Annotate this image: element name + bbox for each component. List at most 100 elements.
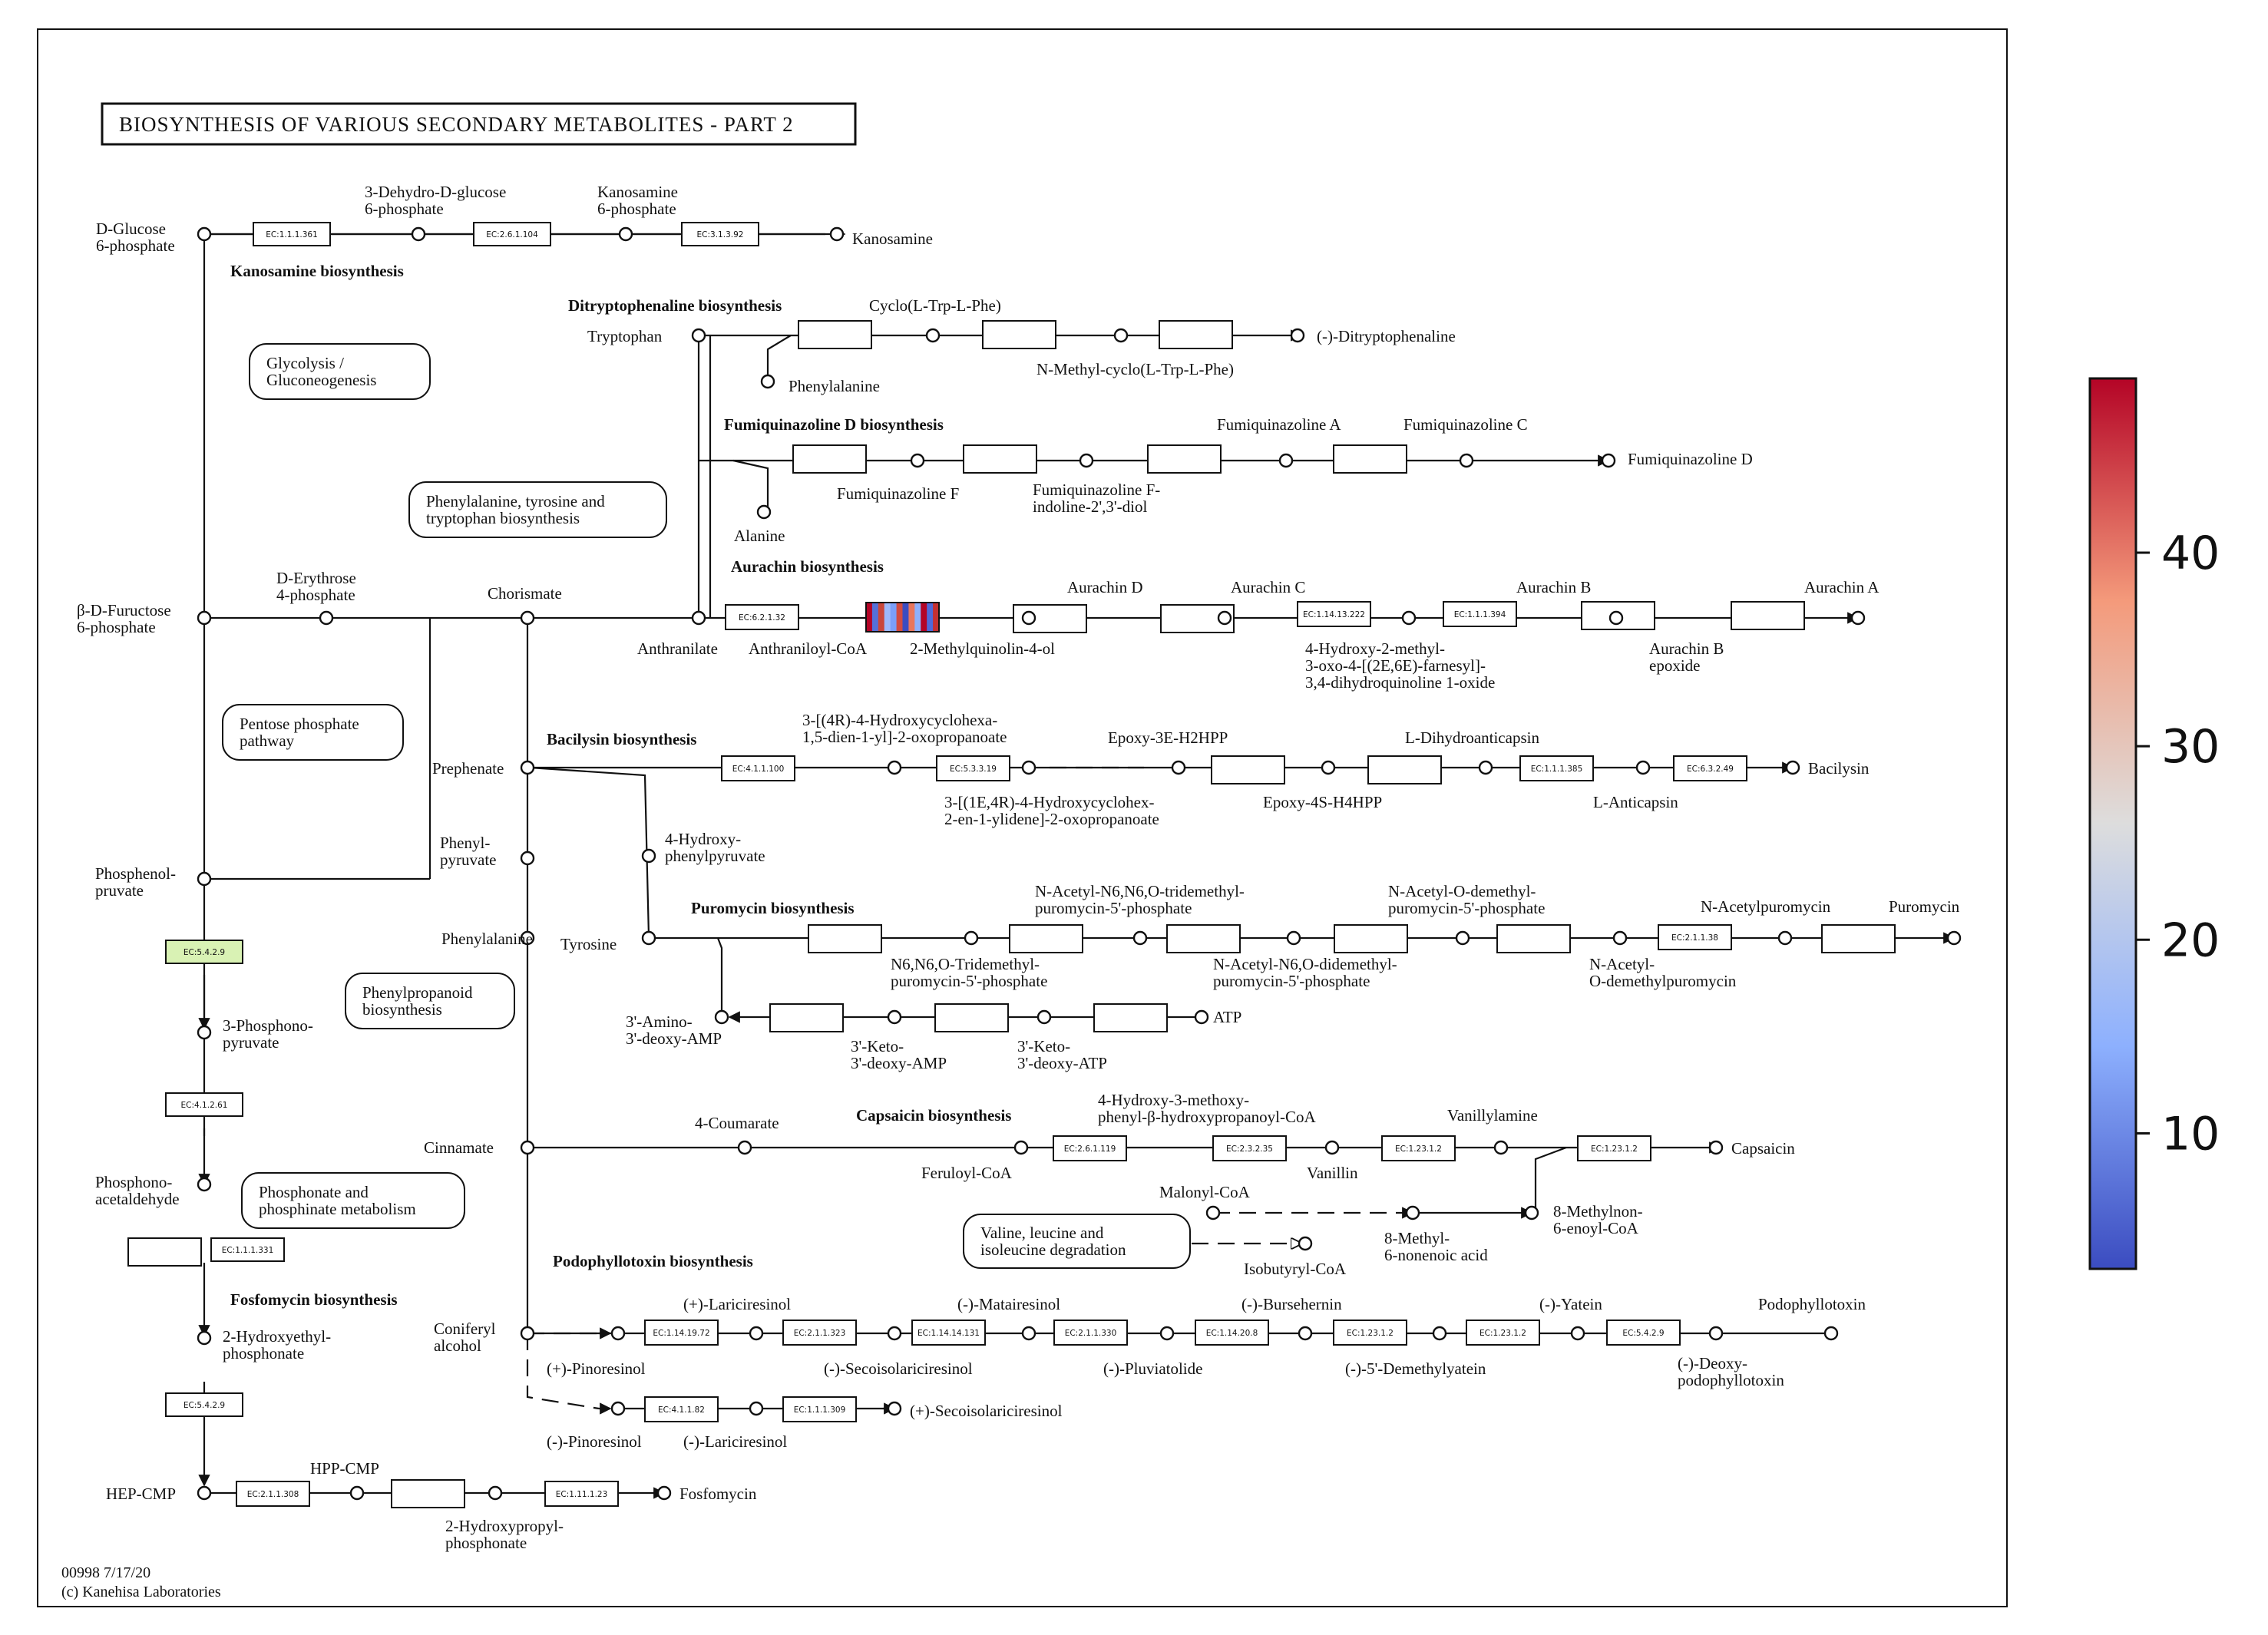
compound-node[interactable] (1432, 1326, 1447, 1341)
compound-node[interactable] (1608, 610, 1624, 626)
enzyme-box[interactable] (1673, 755, 1747, 781)
enzyme-box[interactable] (544, 1481, 619, 1507)
compound-node[interactable] (737, 1140, 752, 1155)
compound-node[interactable] (1478, 760, 1493, 775)
enzyme-box[interactable] (1211, 755, 1285, 784)
compound-node[interactable] (197, 1330, 212, 1346)
enzyme-box[interactable] (1159, 320, 1233, 349)
compound-node[interactable] (197, 1485, 212, 1501)
compound-node[interactable] (749, 1401, 764, 1416)
compound-node[interactable] (618, 226, 633, 242)
enzyme-box[interactable] (1093, 1003, 1168, 1032)
compound-node[interactable] (1298, 1236, 1313, 1251)
enzyme-box[interactable] (1009, 924, 1083, 953)
compound-node[interactable] (1286, 930, 1301, 946)
enzyme-box[interactable] (1166, 924, 1241, 953)
enzyme-box[interactable] (792, 444, 867, 474)
compound-node[interactable] (1850, 610, 1866, 626)
compound-node[interactable] (197, 871, 212, 887)
compound-node[interactable] (1493, 1140, 1509, 1155)
enzyme-box[interactable] (1381, 1135, 1456, 1161)
compound-node[interactable] (749, 1326, 764, 1341)
compound-node[interactable] (964, 930, 979, 946)
enzyme-box[interactable] (1333, 444, 1407, 474)
enzyme-box[interactable] (127, 1237, 202, 1267)
compound-node[interactable] (1635, 760, 1651, 775)
compound-node[interactable] (1405, 1205, 1420, 1220)
compound-node[interactable] (1021, 1326, 1036, 1341)
enzyme-box[interactable] (391, 1479, 465, 1508)
compound-node[interactable] (1570, 1326, 1585, 1341)
enzyme-box[interactable] (911, 1320, 986, 1346)
enzyme-box[interactable] (936, 755, 1010, 781)
enzyme-box[interactable] (1297, 601, 1371, 627)
compound-node[interactable] (1708, 1326, 1724, 1341)
compound-node[interactable] (1601, 453, 1616, 468)
compound-node[interactable] (1278, 453, 1294, 468)
enzyme-box[interactable] (798, 320, 872, 349)
enzyme-box[interactable] (808, 924, 882, 953)
compound-node[interactable] (1036, 1009, 1052, 1025)
pathway-link-box[interactable] (241, 1172, 465, 1229)
compound-node[interactable] (1021, 610, 1036, 626)
compound-node[interactable] (1455, 930, 1470, 946)
compound-node[interactable] (760, 374, 775, 389)
compound-node[interactable] (610, 1401, 626, 1416)
compound-node[interactable] (488, 1485, 503, 1501)
compound-node[interactable] (1823, 1326, 1839, 1341)
compound-node[interactable] (1290, 328, 1305, 343)
compound-node[interactable] (1785, 760, 1800, 775)
compound-node[interactable] (520, 1326, 535, 1341)
enzyme-box[interactable] (963, 444, 1037, 474)
enzyme-box-heatmap[interactable] (865, 602, 940, 633)
compound-node[interactable] (1946, 930, 1962, 946)
compound-node[interactable] (1612, 930, 1628, 946)
compound-node[interactable] (1013, 1140, 1029, 1155)
enzyme-box[interactable] (253, 222, 331, 246)
enzyme-box[interactable] (165, 1392, 243, 1417)
compound-node[interactable] (1132, 930, 1148, 946)
compound-node[interactable] (1021, 760, 1036, 775)
enzyme-box[interactable] (1606, 1320, 1681, 1346)
enzyme-box[interactable] (1147, 444, 1222, 474)
enzyme-box[interactable] (236, 1481, 310, 1507)
compound-node[interactable] (691, 328, 706, 343)
pathway-link-box[interactable] (963, 1214, 1191, 1269)
compound-node[interactable] (197, 226, 212, 242)
enzyme-box[interactable] (1367, 755, 1442, 784)
compound-node[interactable] (520, 851, 535, 866)
enzyme-box[interactable] (644, 1320, 719, 1346)
enzyme-box[interactable] (681, 222, 759, 246)
compound-node[interactable] (829, 226, 845, 242)
enzyme-box[interactable] (1195, 1320, 1269, 1346)
compound-node[interactable] (1205, 1205, 1221, 1220)
enzyme-box[interactable] (1212, 1135, 1287, 1161)
enzyme-box[interactable] (1519, 755, 1594, 781)
enzyme-box[interactable] (1053, 1320, 1128, 1346)
pathway-link-box[interactable] (408, 481, 667, 538)
enzyme-box[interactable] (782, 1320, 857, 1346)
enzyme-box[interactable] (721, 755, 795, 781)
compound-node[interactable] (925, 328, 941, 343)
enzyme-box[interactable] (1731, 601, 1805, 630)
enzyme-box[interactable] (725, 604, 799, 630)
enzyme-box[interactable] (782, 1396, 857, 1422)
compound-node[interactable] (319, 610, 334, 626)
compound-node[interactable] (714, 1009, 729, 1025)
compound-node[interactable] (197, 1177, 212, 1192)
compound-node[interactable] (1459, 453, 1474, 468)
enzyme-box[interactable] (165, 940, 243, 964)
compound-node[interactable] (887, 1326, 902, 1341)
compound-node[interactable] (887, 1401, 902, 1416)
enzyme-box[interactable] (1658, 924, 1732, 950)
enzyme-box[interactable] (644, 1396, 719, 1422)
enzyme-box[interactable] (1053, 1135, 1127, 1161)
enzyme-box[interactable] (934, 1003, 1009, 1032)
enzyme-box[interactable] (769, 1003, 844, 1032)
compound-node[interactable] (1524, 1205, 1539, 1220)
compound-node[interactable] (349, 1485, 365, 1501)
compound-node[interactable] (1298, 1326, 1313, 1341)
compound-node[interactable] (1159, 1326, 1175, 1341)
compound-node[interactable] (641, 930, 656, 946)
compound-node[interactable] (520, 610, 535, 626)
